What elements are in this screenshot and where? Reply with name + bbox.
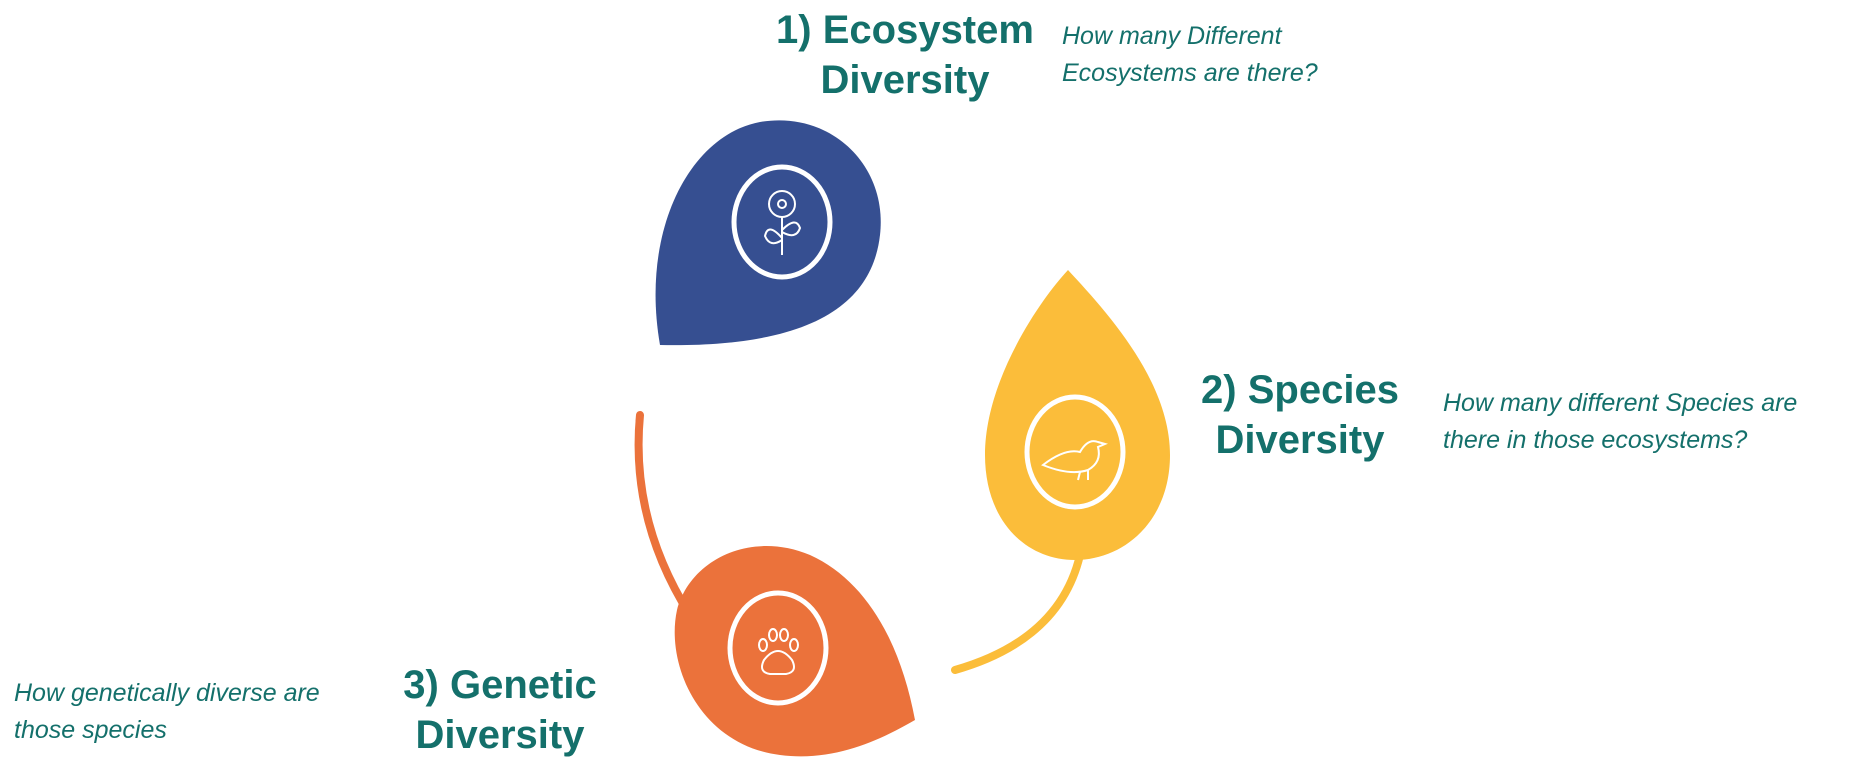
genetic-title-line1: 3) Genetic <box>403 663 597 707</box>
connector-arc-orange <box>634 411 694 619</box>
connector-arc-yellow <box>951 551 1084 674</box>
species-title-line1: 2) Species <box>1201 368 1399 412</box>
flower-icon <box>763 190 802 255</box>
species-question-line1: How many different Species are <box>1443 389 1798 417</box>
ecosystem-title-line2: Diversity <box>820 58 990 102</box>
species-diversity-title: 2) Species Diversity <box>1175 365 1425 465</box>
ecosystem-question-line1: How many Different <box>1062 22 1282 50</box>
genetic-diversity-title: 3) Genetic Diversity <box>390 660 610 760</box>
species-title-line2: Diversity <box>1215 418 1385 462</box>
ecosystem-question-line2: Ecosystems are there? <box>1062 59 1318 87</box>
ecosystem-question: How many Different Ecosystems are there? <box>1062 18 1422 92</box>
genetic-title-line2: Diversity <box>415 713 585 757</box>
genetic-drop <box>674 546 915 757</box>
ecosystem-drop <box>655 120 881 346</box>
ecosystem-icon-ring <box>731 164 833 280</box>
genetic-icon-ring <box>727 590 829 706</box>
species-drop-shape <box>985 270 1170 560</box>
ecosystem-diversity-title: 1) Ecosystem Diversity <box>770 5 1040 105</box>
ecosystem-drop-shape <box>655 120 881 346</box>
genetic-question: How genetically diverse are those specie… <box>14 675 384 749</box>
species-icon-ring <box>1024 394 1126 510</box>
ecosystem-title-line1: 1) Ecosystem <box>776 8 1034 52</box>
paw-icon <box>758 628 799 675</box>
species-question-line2: there in those ecosystems? <box>1443 426 1748 454</box>
species-drop <box>985 270 1170 560</box>
species-question: How many different Species are there in … <box>1443 385 1863 459</box>
genetic-question-line2: those species <box>14 716 167 744</box>
bird-icon <box>1041 440 1108 481</box>
genetic-question-line1: How genetically diverse are <box>14 679 320 707</box>
